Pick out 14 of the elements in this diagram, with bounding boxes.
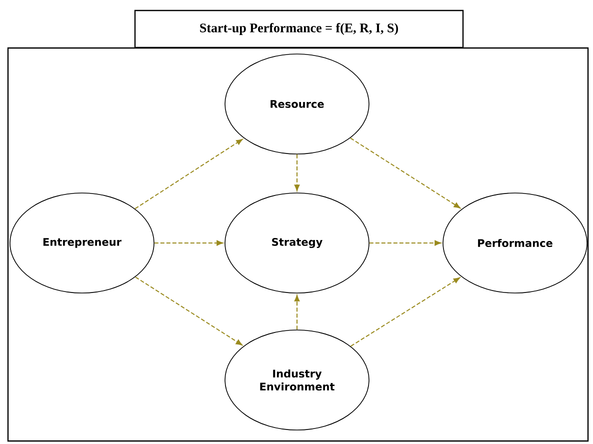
- ellipse-node: Performance: [442, 192, 588, 294]
- title-box: Start-up Performance = f(E, R, I, S): [134, 10, 464, 48]
- arrow: [154, 240, 224, 246]
- arrow: [350, 138, 460, 208]
- arrow: [294, 294, 300, 330]
- arrow: [134, 276, 242, 346]
- arrow: [294, 154, 300, 192]
- ellipse-node: Resource: [224, 54, 370, 154]
- arrow: [350, 277, 460, 347]
- ellipse-node: Entrepreneur: [10, 192, 154, 294]
- ellipse-node: Industry Environment: [224, 330, 370, 430]
- arrow: [134, 138, 243, 210]
- arrow: [368, 240, 442, 246]
- ellipse-node: Strategy: [224, 192, 370, 294]
